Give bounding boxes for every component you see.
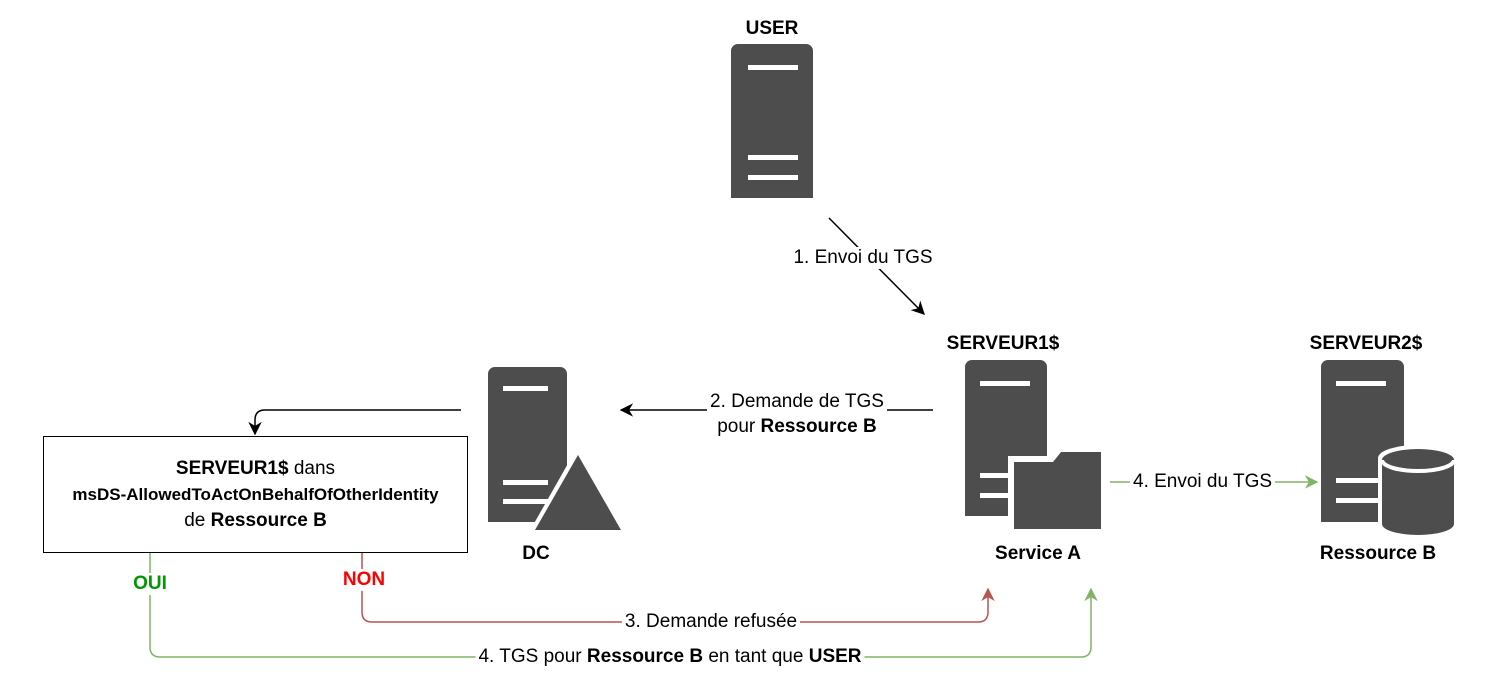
step3-label: 3. Demande refusée	[621, 611, 801, 633]
user-title: USER	[745, 18, 799, 39]
step2-line-2: pour Ressource B	[717, 416, 877, 437]
non-label: NON	[339, 569, 389, 591]
service-a-title: SERVEUR1$	[946, 333, 1060, 354]
ressource-b-caption: Ressource B	[1319, 543, 1437, 564]
delegation-check-box: SERVEUR1$ dans msDS-AllowedToActOnBehalf…	[43, 436, 468, 553]
decision-line-1: SERVEUR1$ dans	[175, 457, 336, 479]
step4a-label: 4. Envoi du TGS	[1130, 471, 1276, 493]
domain-controller-icon	[488, 367, 628, 534]
decision-attribute: msDS-AllowedToActOnBehalfOfOtherIdentity	[72, 484, 439, 504]
server-folder-icon	[965, 360, 1106, 533]
step2-label: 2. Demande de TGS pour Ressource B	[707, 389, 887, 439]
edge-step4b	[149, 553, 1098, 658]
user-server-icon	[731, 44, 813, 198]
dc-caption: DC	[522, 543, 550, 564]
edge-dc-to-decision	[248, 409, 461, 436]
decision-line-3: de Ressource B	[184, 509, 327, 531]
oui-label: OUI	[130, 573, 170, 595]
step4b-label: 4. TGS pour Ressource B en tant que USER	[475, 646, 865, 668]
server-database-icon	[1321, 360, 1458, 539]
service-a-caption: Service A	[995, 543, 1081, 564]
step1-label: 1. Envoi du TGS	[790, 247, 936, 269]
ressource-b-title: SERVEUR2$	[1309, 333, 1423, 354]
